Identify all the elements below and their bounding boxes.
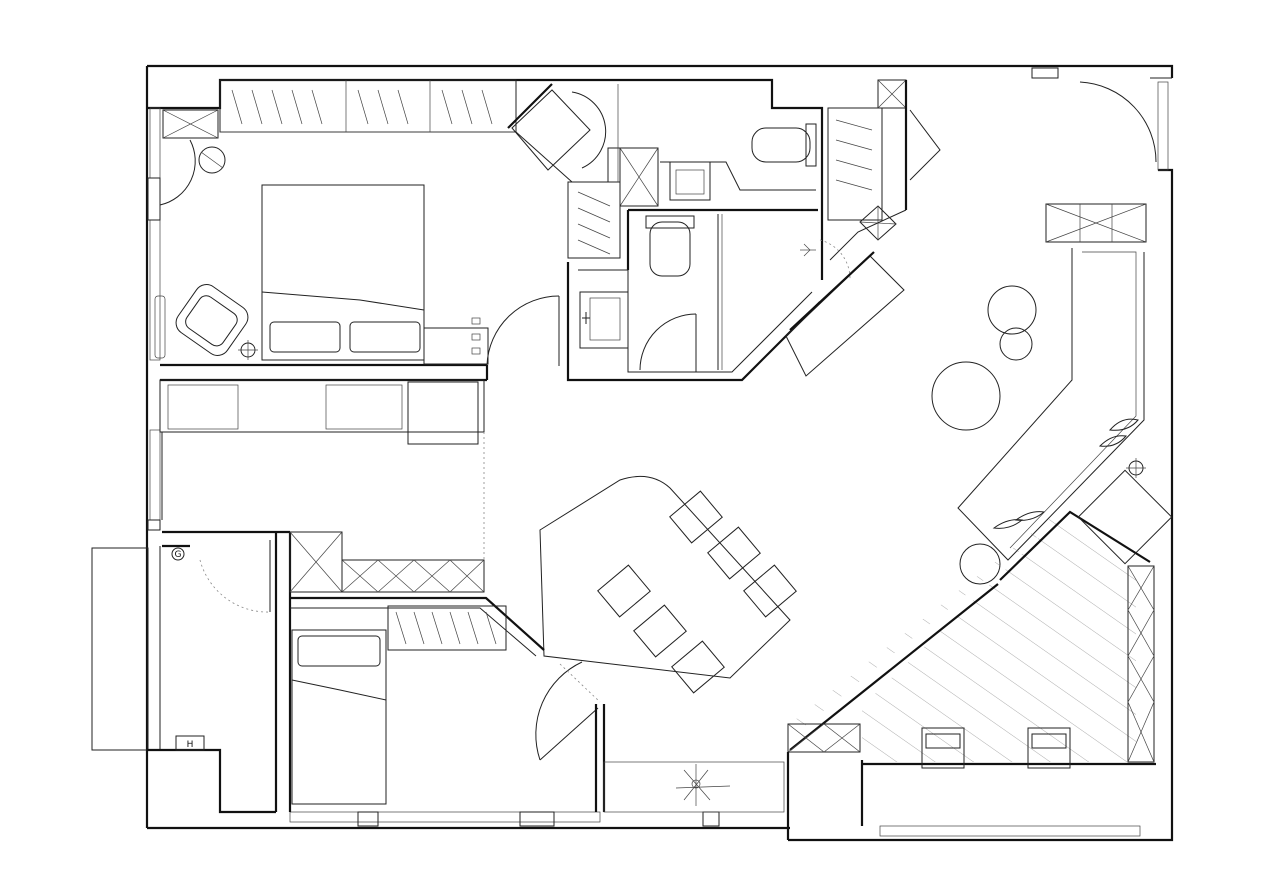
gas-meter-label: G	[175, 550, 182, 560]
entry: G H	[91, 540, 276, 814]
second-bedroom	[162, 530, 785, 813]
bath-door-right	[819, 239, 851, 281]
sink-icon	[669, 161, 711, 201]
desk-unit	[159, 379, 485, 560]
hall-closet	[827, 79, 941, 261]
dining-table	[539, 475, 797, 694]
plant-icon	[675, 764, 731, 806]
toilet-icon	[751, 123, 817, 167]
living-room	[931, 81, 1157, 585]
outer-walls	[145, 64, 1174, 842]
master-bedroom	[154, 79, 560, 382]
water-heater-label: H	[187, 740, 194, 750]
bathrooms	[507, 78, 824, 382]
shower-icon	[800, 243, 816, 257]
tv-console	[785, 251, 905, 377]
wardrobe-hangers	[231, 89, 493, 125]
windows	[147, 81, 1169, 837]
terrace	[786, 469, 1173, 840]
